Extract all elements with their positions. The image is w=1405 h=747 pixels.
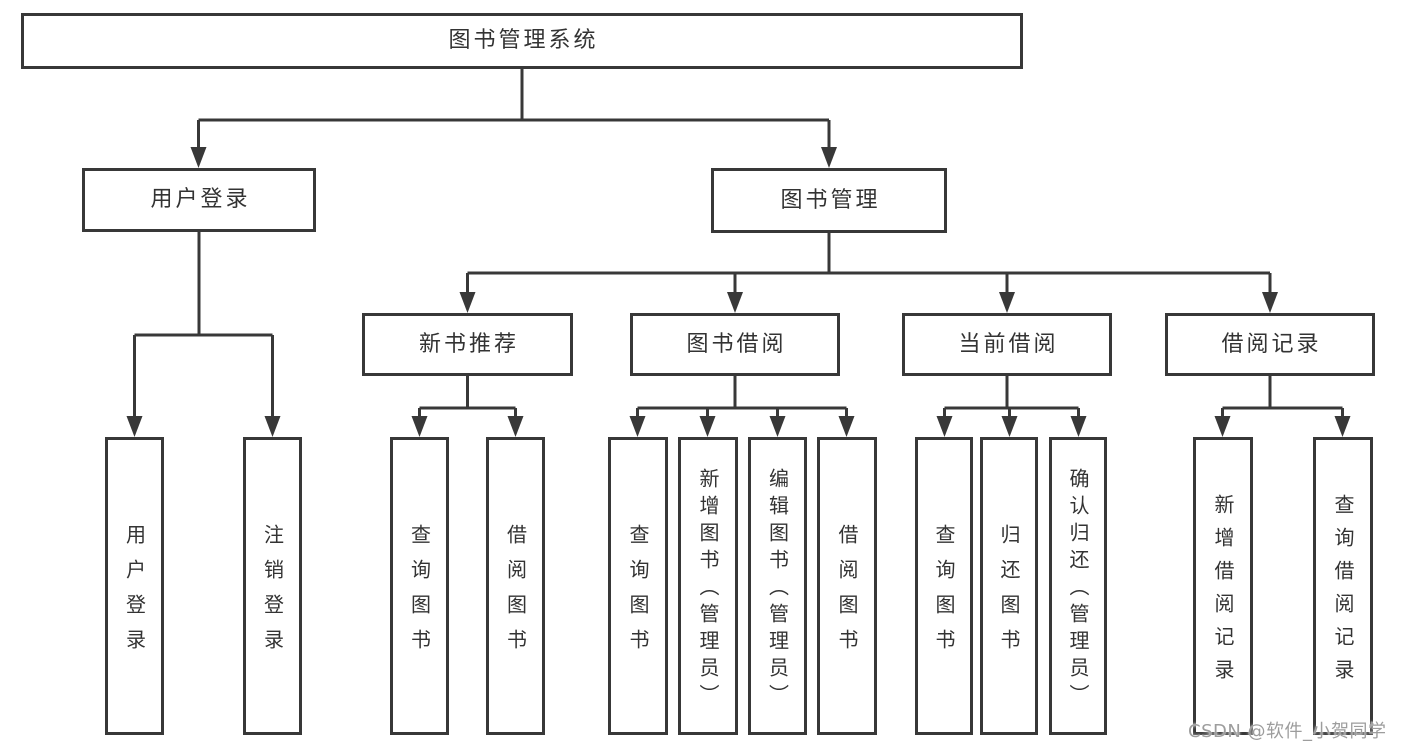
arrow-down-icon: [838, 416, 855, 437]
node-label: 查询借阅记录: [1331, 493, 1355, 692]
node-label: 用户登录: [122, 523, 147, 664]
arrow-down-icon: [1334, 416, 1351, 437]
leaf-query-books-borrowing: 查询图书: [608, 437, 668, 735]
leaf-query-books-current: 查询图书: [915, 437, 973, 735]
leaf-borrow-books: 借阅图书: [817, 437, 877, 735]
watermark: CSDN @软件_小贺同学: [1188, 721, 1387, 742]
leaf-query-borrow-record: 查询借阅记录: [1313, 437, 1373, 735]
node-label: 新增图书（管理员）: [696, 468, 720, 711]
node-root: 图书管理系统: [21, 13, 1023, 69]
node-label: 查询图书: [407, 523, 432, 664]
arrow-down-icon: [264, 416, 281, 437]
node-label: 当前借阅: [958, 331, 1059, 357]
leaf-edit-books-admin: 编辑图书（管理员）: [748, 437, 807, 735]
node-current-borrowing: 当前借阅: [902, 313, 1112, 376]
node-label: 编辑图书（管理员）: [765, 468, 790, 711]
node-label: 图书管理系统: [448, 28, 599, 53]
node-label: 新增借阅记录: [1211, 493, 1235, 692]
arrow-down-icon: [629, 416, 646, 437]
arrow-down-icon: [769, 416, 786, 437]
arrow-down-icon: [699, 416, 716, 437]
node-label: 图书借阅: [686, 331, 787, 357]
arrow-down-icon: [459, 292, 476, 313]
leaf-borrow-books-recommend: 借阅图书: [486, 437, 545, 735]
node-book-borrowing: 图书借阅: [630, 313, 840, 376]
leaf-add-books-admin: 新增图书（管理员）: [678, 437, 738, 735]
leaf-add-borrow-record: 新增借阅记录: [1193, 437, 1253, 735]
node-label: 归还图书: [997, 523, 1021, 664]
leaf-user-login: 用户登录: [105, 437, 164, 735]
arrow-down-icon: [1070, 416, 1087, 437]
node-label: 注销登录: [260, 523, 285, 664]
arrow-down-icon: [411, 416, 428, 437]
arrow-down-icon: [727, 292, 743, 313]
arrow-down-icon: [507, 416, 524, 437]
leaf-logout: 注销登录: [243, 437, 302, 735]
leaf-query-books-recommend: 查询图书: [390, 437, 449, 735]
node-user-login: 用户登录: [82, 168, 316, 232]
node-label: 查询图书: [626, 523, 650, 664]
arrow-down-icon: [821, 147, 837, 168]
node-borrowing-records: 借阅记录: [1165, 313, 1375, 376]
arrow-down-icon: [1214, 416, 1231, 437]
arrow-down-icon: [1262, 292, 1278, 313]
node-label: 图书管理: [780, 187, 881, 213]
arrow-down-icon: [126, 416, 143, 437]
node-label: 确认归还（管理员）: [1066, 468, 1090, 711]
node-label: 新书推荐: [418, 331, 519, 357]
node-label: 借阅图书: [503, 523, 528, 664]
node-book-management: 图书管理: [711, 168, 947, 233]
arrow-down-icon: [936, 416, 953, 437]
node-label: 查询图书: [932, 523, 956, 664]
node-label: 用户登录: [150, 187, 251, 212]
node-label: 借阅图书: [835, 523, 859, 664]
leaf-confirm-return-admin: 确认归还（管理员）: [1049, 437, 1107, 735]
arrow-down-icon: [999, 292, 1015, 313]
arrow-down-icon: [190, 147, 207, 168]
node-new-book-recommend: 新书推荐: [362, 313, 573, 376]
leaf-return-books: 归还图书: [980, 437, 1038, 735]
arrow-down-icon: [1001, 416, 1018, 437]
node-label: 借阅记录: [1221, 331, 1322, 357]
